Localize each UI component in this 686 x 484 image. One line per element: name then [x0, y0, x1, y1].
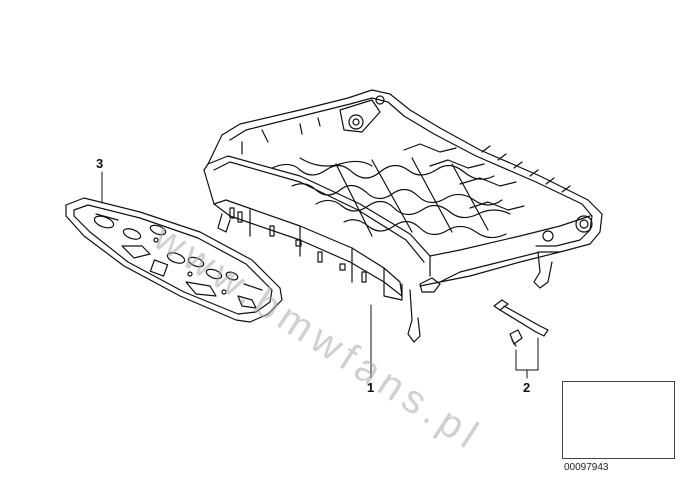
callout-part-2: 2: [523, 380, 531, 395]
leader-lines: [101, 171, 539, 379]
seat-frame-drawing: [203, 89, 603, 343]
car-thumbnail-frame: [562, 381, 675, 459]
seat-pan-drawing: [65, 197, 283, 323]
callout-part-1: 1: [367, 380, 375, 395]
bolt-drawing: [493, 299, 549, 347]
reference-code: 00097943: [564, 462, 609, 473]
callout-part-3: 3: [96, 156, 104, 171]
